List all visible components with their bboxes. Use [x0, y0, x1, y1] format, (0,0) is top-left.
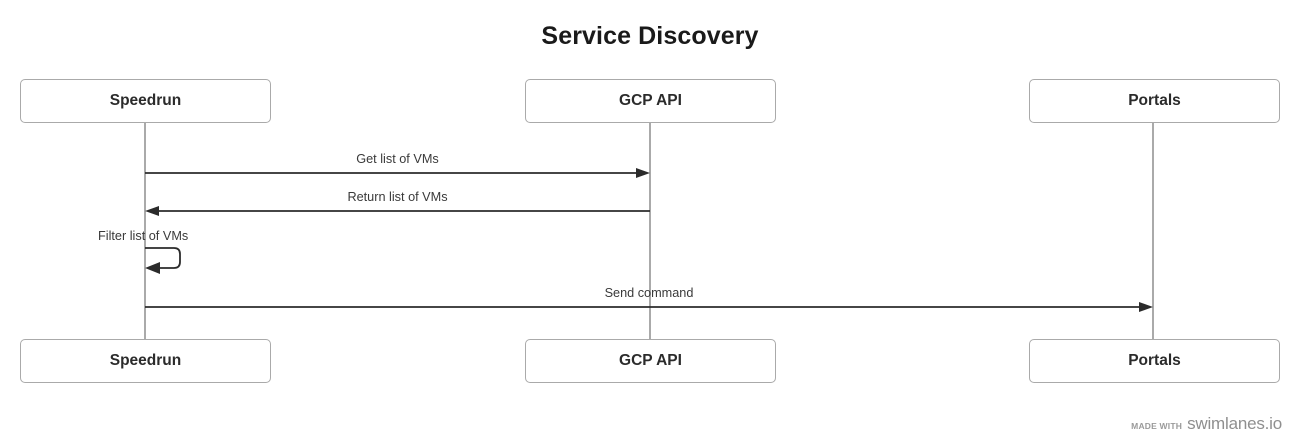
participant-label: Speedrun — [109, 352, 182, 369]
footer-branding[interactable]: MADE WITH swimlanes.io — [1131, 414, 1282, 434]
lifeline-portals — [1152, 123, 1154, 339]
message-label-get-list-of-vms: Get list of VMs — [356, 152, 439, 166]
participant-footer-gcp-api[interactable]: GCP API — [525, 339, 776, 383]
participant-label: GCP API — [619, 352, 682, 369]
message-label-return-list-of-vms: Return list of VMs — [347, 190, 448, 204]
participant-header-speedrun[interactable]: Speedrun — [20, 79, 271, 123]
participant-footer-speedrun[interactable]: Speedrun — [20, 339, 271, 383]
participant-label: Portals — [1128, 352, 1181, 369]
message-arrow-filter-list-of-vms — [145, 247, 181, 274]
page-title: Service Discovery — [541, 22, 759, 50]
lifeline-speedrun — [144, 123, 146, 339]
footer-brand-name: swimlanes.io — [1187, 414, 1282, 433]
participant-footer-portals[interactable]: Portals — [1029, 339, 1280, 383]
message-arrow-get-list-of-vms — [145, 168, 650, 178]
message-label-filter-list-of-vms: Filter list of VMs — [98, 229, 189, 243]
participant-header-portals[interactable]: Portals — [1029, 79, 1280, 123]
participant-label: Speedrun — [109, 92, 182, 109]
participant-label: GCP API — [619, 92, 682, 109]
footer-made-with-label: MADE WITH — [1131, 421, 1183, 431]
lifeline-gcp-api — [649, 123, 651, 339]
message-arrow-return-list-of-vms — [145, 206, 650, 216]
participant-header-gcp-api[interactable]: GCP API — [525, 79, 776, 123]
message-arrow-send-command — [145, 302, 1153, 312]
message-label-send-command: Send command — [604, 286, 694, 300]
participant-label: Portals — [1128, 92, 1181, 109]
